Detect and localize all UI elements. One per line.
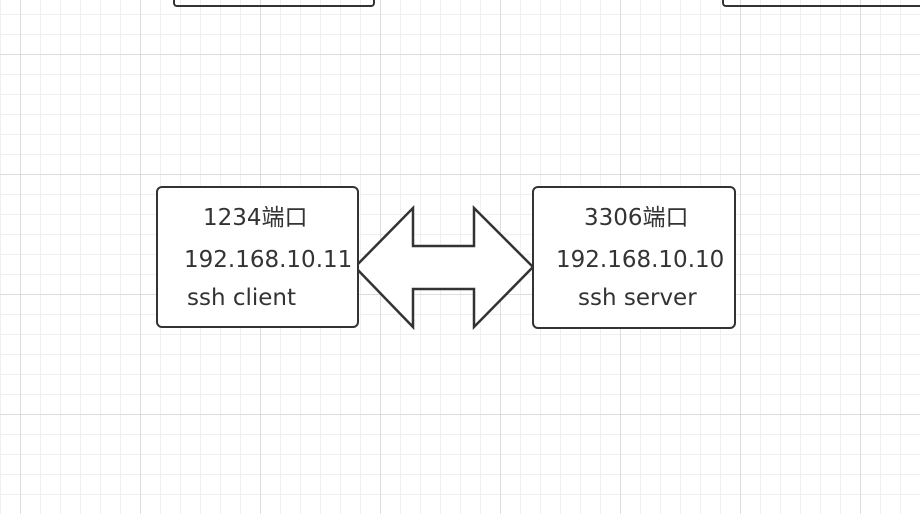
ssh-server-node[interactable]: 3306端口 192.168.10.10 ssh server [532, 186, 736, 329]
server-role-label: ssh server [578, 285, 697, 311]
partial-node-top-right[interactable] [722, 0, 920, 7]
server-port-label: 3306端口 [584, 205, 689, 231]
double-arrow-shape [353, 204, 535, 331]
client-role-label: ssh client [187, 285, 297, 311]
client-ip-label: 192.168.10.11 [184, 247, 353, 273]
ssh-client-node[interactable]: 1234端口 192.168.10.11 ssh client [156, 186, 359, 328]
client-port-label: 1234端口 [203, 205, 308, 231]
server-ip-label: 192.168.10.10 [556, 247, 725, 273]
partial-node-top-left[interactable] [173, 0, 375, 7]
